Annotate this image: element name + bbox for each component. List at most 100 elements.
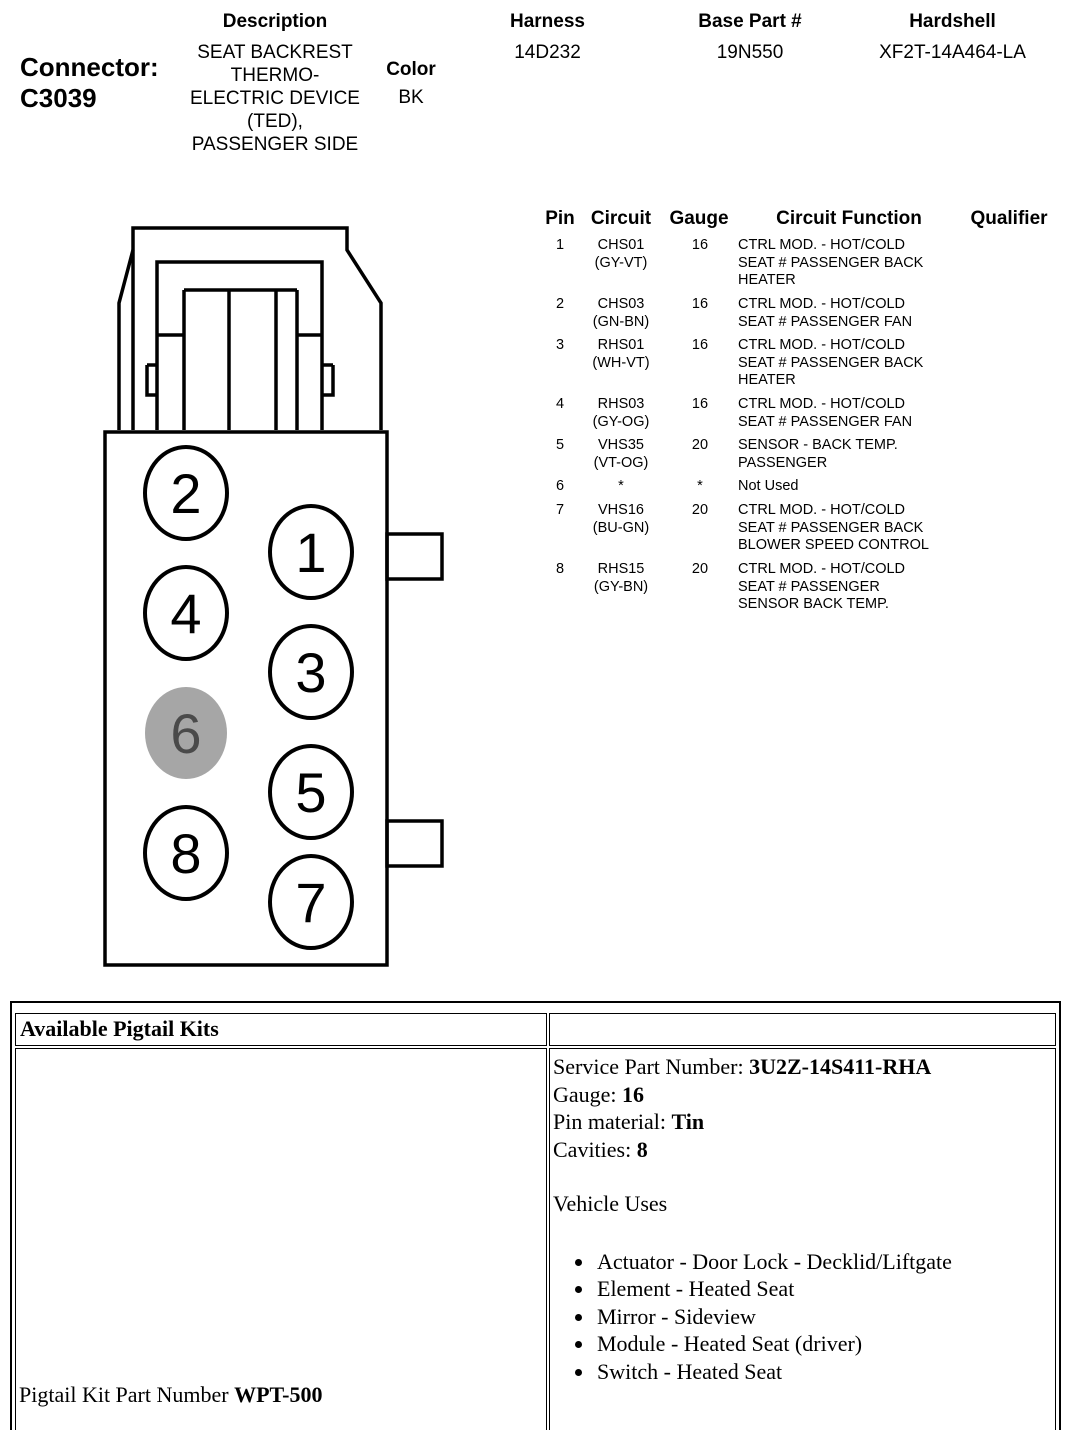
function-line: CTRL MOD. - HOT/COLD [738, 337, 906, 353]
gauge-value: 16 [691, 237, 709, 253]
function-line: SEAT # PASSENGER BACK [738, 354, 924, 371]
connector-label: Connector: [20, 52, 159, 82]
description-line: THERMO- [230, 65, 320, 86]
gauge-value: 16 [622, 1081, 645, 1107]
function-line: CTRL MOD. - HOT/COLD [738, 237, 906, 253]
circuit-id: CHS03 [597, 296, 645, 312]
service-part-row: Service Part Number: 3U2Z-14S411-RHA [553, 1053, 1053, 1081]
cavities-value: 8 [636, 1136, 648, 1162]
pin-cavity [143, 805, 229, 901]
function-line: SEAT # PASSENGER BACK [738, 519, 924, 536]
gauge-value: 16 [691, 337, 709, 353]
gauge-label: Gauge: [553, 1081, 617, 1107]
circuit-function: SENSOR - BACK TEMP. PASSENGER [738, 437, 963, 472]
base-part-value: 19N550 [716, 42, 784, 63]
pigtail-kits-panel [10, 1001, 1061, 1430]
circuit-cell: CHS01 (GY-VT) [578, 237, 664, 272]
wire-color: (GY-BN) [593, 578, 649, 595]
wire-color: (GN-BN) [592, 313, 650, 330]
function-line: HEATER [738, 372, 796, 388]
base-part-header: Base Part # [698, 11, 802, 32]
description-line: SEAT BACKREST [197, 42, 353, 63]
pin-cavity [268, 624, 354, 720]
function-line: BLOWER SPEED CONTROL [738, 537, 929, 553]
function-line: SENSOR - BACK TEMP. [738, 437, 898, 453]
pin-cavity [143, 565, 229, 661]
vehicle-use-item: Mirror - Sideview [595, 1303, 1053, 1331]
pigtail-kits-title-blank-cell [549, 1013, 1056, 1046]
wire-color: (GY-VT) [594, 254, 648, 271]
circuit-id: RHS15 [597, 561, 645, 577]
pin-label: 5 [295, 761, 326, 824]
gauge-value: 16 [691, 396, 709, 412]
circuit-cell: CHS03 (GN-BN) [578, 296, 664, 331]
circuit-cell: RHS01 (WH-VT) [578, 337, 664, 372]
pin-number: 7 [555, 502, 565, 518]
gauge-value: 20 [691, 561, 709, 577]
side-tab [385, 532, 444, 581]
latch-outline [131, 226, 383, 430]
circuit-cell: RHS03 (GY-OG) [578, 396, 664, 431]
pin-cavity [268, 744, 354, 840]
connector-id: C3039 [20, 83, 97, 113]
pin-material-value: Tin [671, 1109, 705, 1134]
circuit-id: CHS01 [597, 237, 645, 253]
circuit-cell: * [578, 478, 664, 496]
vehicle-uses-list: Actuator - Door Lock - Decklid/Liftgate … [533, 1248, 1053, 1386]
function-line: CTRL MOD. - HOT/COLD [738, 296, 906, 312]
color-label: Color [386, 59, 436, 80]
connector-pin-1: 1 [268, 504, 354, 600]
connector-pin-6: 6 [145, 687, 227, 779]
service-part-label: Service Part Number: [553, 1054, 744, 1079]
circuit-id: VHS35 [598, 437, 644, 453]
pin-label: 2 [170, 462, 201, 525]
gauge-value: 20 [691, 502, 709, 518]
latch-inner [145, 333, 335, 397]
connector-description: SEAT BACKREST THERMO- ELECTRIC DEVICE (T… [175, 41, 375, 156]
function-line: CTRL MOD. - HOT/COLD [738, 561, 906, 577]
latch-inner [182, 288, 299, 430]
pin-number: 8 [555, 561, 565, 577]
connector-body [103, 430, 389, 967]
pin-label: 1 [295, 521, 326, 584]
pin-number: 6 [555, 478, 565, 494]
pin-label: 4 [170, 582, 201, 645]
pin-material-row: Pin material: Tin [553, 1108, 1053, 1136]
connector-pin-5: 5 [268, 744, 354, 840]
pigtail-kit-part-row: Pigtail Kit Part Number WPT-500 [19, 1381, 323, 1409]
gauge-value: 16 [691, 296, 709, 312]
function-line: HEATER [738, 272, 796, 288]
connector-pin-2: 2 [143, 445, 229, 541]
side-tab [385, 819, 444, 868]
pin-label: 7 [295, 871, 326, 934]
circuit-function: CTRL MOD. - HOT/COLD SEAT # PASSENGER BA… [738, 502, 963, 555]
wire-color: (GY-OG) [592, 413, 650, 430]
function-line: CTRL MOD. - HOT/COLD [738, 396, 906, 412]
latch-outline [117, 249, 135, 430]
circuit-function: Not Used [738, 478, 963, 496]
vehicle-uses-label: Vehicle Uses [553, 1191, 668, 1216]
harness-header: Harness [510, 11, 585, 32]
pin-label: 3 [295, 641, 326, 704]
wire-color: (WH-VT) [592, 354, 650, 371]
cavities-label: Cavities: [553, 1136, 632, 1162]
pin-column-header: Pin [545, 208, 575, 229]
vehicle-use-item: Module - Heated Seat (driver) [595, 1330, 1053, 1358]
description-header: Description [222, 11, 328, 32]
pin-cavity [145, 687, 227, 779]
gauge-row: Gauge: 16 [553, 1081, 1053, 1109]
latch-inner [155, 260, 324, 430]
connector-pin-4: 4 [143, 565, 229, 661]
pin-cavity [268, 854, 354, 950]
function-line: SENSOR BACK TEMP. [738, 596, 889, 612]
pin-label: 6 [170, 702, 201, 765]
vehicle-use-item: Element - Heated Seat [595, 1275, 1053, 1303]
function-line: SEAT # PASSENGER [738, 578, 880, 595]
circuit-function: CTRL MOD. - HOT/COLD SEAT # PASSENGER FA… [738, 396, 963, 431]
wire-color: (BU-GN) [592, 519, 650, 536]
pigtail-kits-title: Available Pigtail Kits [15, 1013, 547, 1046]
hardshell-value: XF2T-14A464-LA [879, 42, 1026, 63]
function-line: SEAT # PASSENGER FAN [738, 313, 913, 330]
hardshell-header: Hardshell [909, 11, 996, 32]
circuit-cell: RHS15 (GY-BN) [578, 561, 664, 596]
